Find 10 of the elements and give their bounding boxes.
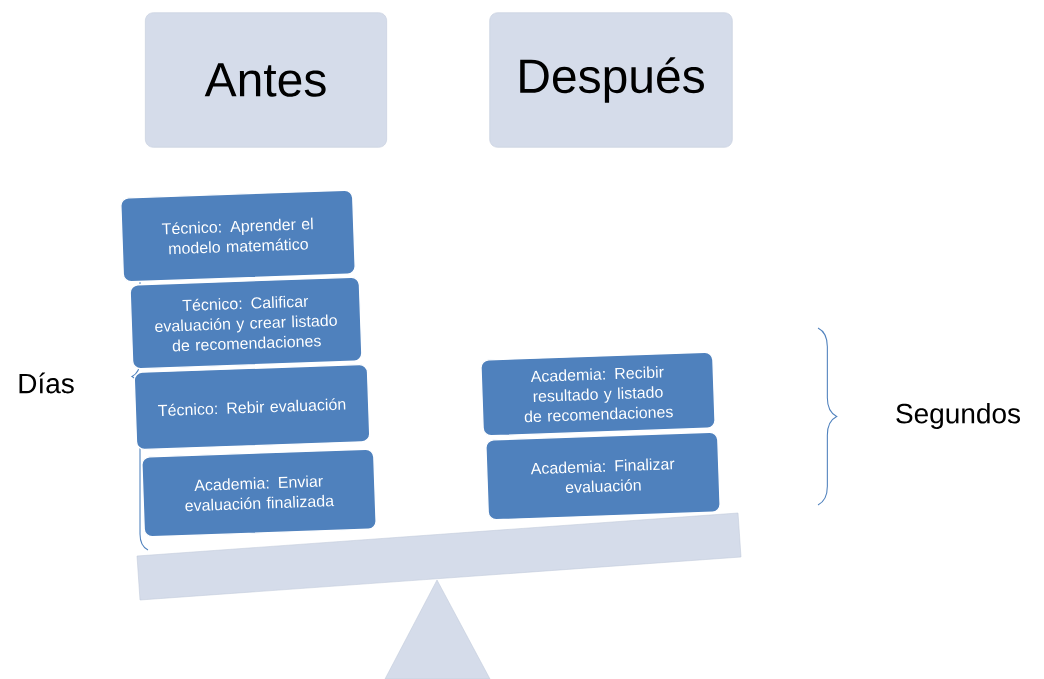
step-box: Academia: Enviar evaluación finalizada [141,448,377,538]
heading-box: Antes [145,12,387,148]
step-box: Técnico: Aprender el modelo matemático [120,189,356,283]
brace-label: Segundos [896,402,1021,430]
step-box: Técnico: Rebir evaluación [133,363,371,451]
brace-label: Días [19,372,74,394]
step-box: Técnico: Calificar evaluación y crear listado de recomendaciones [129,276,363,370]
step-box: Academia: Recibir resultado y listado de recomendaciones [480,351,716,437]
step-box: Academia: Finalizar evaluación [485,431,721,521]
heading-box: Después [489,12,733,148]
